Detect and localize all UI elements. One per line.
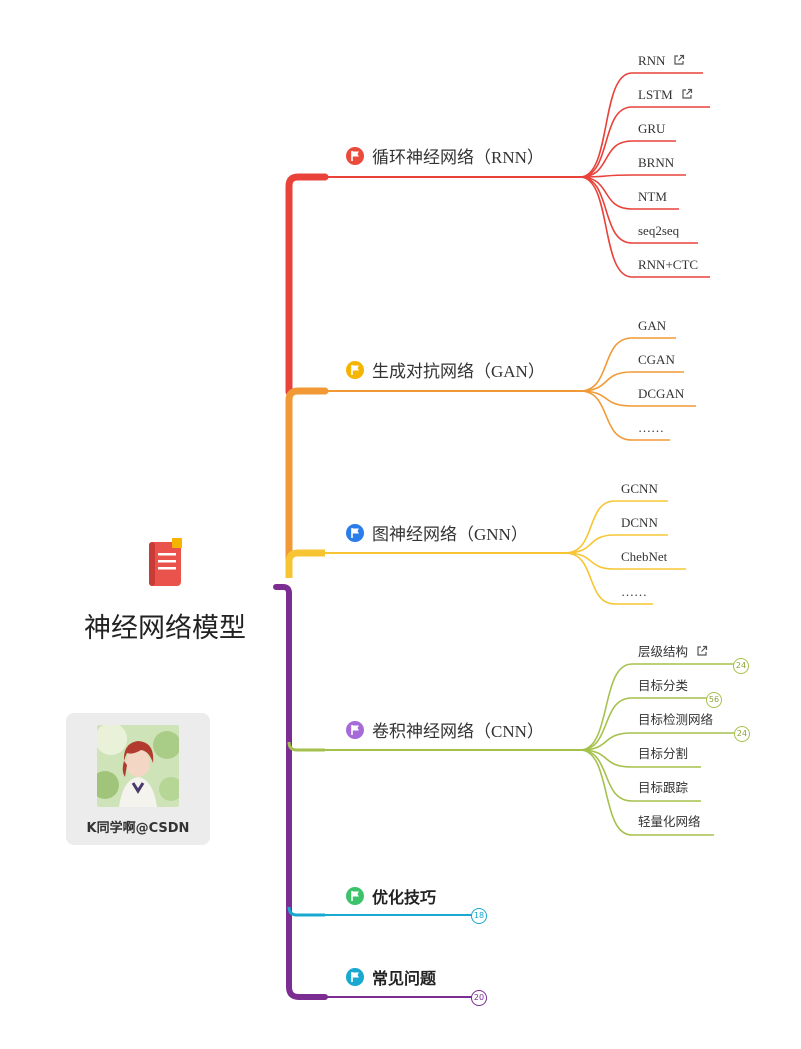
branch-label: 卷积神经网络（CNN） — [372, 722, 544, 741]
leaf-detection[interactable]: 目标检测网络 — [638, 712, 714, 727]
flag-icon — [346, 146, 364, 165]
collapsed-count-badge[interactable]: 20 — [471, 990, 487, 1006]
branch-label: 优化技巧 — [372, 888, 437, 907]
branch-faq[interactable]: 常见问题 — [346, 965, 436, 989]
external-link-icon[interactable] — [673, 54, 685, 66]
collapsed-count-badge[interactable]: 24 — [733, 658, 749, 674]
leaf-cgan[interactable]: CGAN — [638, 352, 675, 367]
branch-gnn[interactable]: 图神经网络（GNN） — [346, 520, 528, 545]
collapsed-count-badge[interactable]: 24 — [734, 726, 750, 742]
flag-icon — [346, 360, 364, 379]
trunk-purple — [273, 584, 328, 1000]
leaf-tracking[interactable]: 目标跟踪 — [638, 780, 689, 795]
leaf-lightweight[interactable]: 轻量化网络 — [638, 814, 701, 829]
leaf-chebnet[interactable]: ChebNet — [621, 549, 668, 564]
branch-label: 图神经网络（GNN） — [372, 525, 528, 544]
leaf-brnn[interactable]: BRNN — [638, 155, 675, 170]
author-card: K同学啊@CSDN — [66, 713, 210, 845]
branch-cnn[interactable]: 卷积神经网络（CNN） — [346, 717, 544, 742]
leaf-gan-more[interactable]: …… — [638, 420, 664, 435]
branch-rnn[interactable]: 循环神经网络（RNN） — [346, 143, 544, 168]
leaf-rnn[interactable]: RNN — [638, 53, 685, 69]
leaf-gnn-more[interactable]: …… — [621, 584, 647, 599]
author-name: K同学啊@CSDN — [86, 821, 190, 836]
flag-icon — [346, 523, 364, 542]
leaf-dcgan[interactable]: DCGAN — [638, 386, 685, 401]
leaf-gru[interactable]: GRU — [638, 121, 666, 136]
trunk-green — [287, 741, 325, 752]
leaf-dcnn[interactable]: DCNN — [621, 515, 658, 530]
leaf-ntm[interactable]: NTM — [638, 189, 667, 204]
trunk-yellow — [285, 549, 325, 578]
leaf-gcnn[interactable]: GCNN — [621, 481, 658, 496]
root-title[interactable]: 神经网络模型 — [84, 613, 246, 644]
external-link-icon[interactable] — [696, 645, 708, 657]
collapsed-count-badge[interactable]: 56 — [706, 692, 722, 708]
branch-label: 常见问题 — [372, 969, 437, 988]
flag-icon — [346, 720, 364, 739]
branch-label: 循环神经网络（RNN） — [372, 148, 544, 167]
branch-label: 生成对抗网络（GAN） — [372, 362, 545, 381]
flag-icon — [346, 968, 364, 986]
leaf-gan[interactable]: GAN — [638, 318, 667, 333]
notebook-icon — [149, 538, 182, 586]
avatar — [97, 725, 179, 807]
flag-icon — [346, 887, 364, 905]
external-link-icon[interactable] — [681, 88, 693, 100]
leaf-segmentation[interactable]: 目标分割 — [638, 746, 689, 761]
trunk-blue — [287, 906, 325, 917]
trunk-orange — [285, 387, 329, 574]
trunk-red — [285, 173, 329, 396]
leaf-classification[interactable]: 目标分类 — [638, 678, 689, 693]
leaf-hierarchy[interactable]: 层级结构 — [638, 644, 708, 660]
leaf-rnn-ctc[interactable]: RNN+CTC — [638, 257, 699, 272]
leaf-lstm[interactable]: LSTM — [638, 87, 693, 103]
branch-optimization[interactable]: 优化技巧 — [346, 884, 436, 908]
leaf-seq2seq[interactable]: seq2seq — [638, 223, 680, 238]
branch-gan[interactable]: 生成对抗网络（GAN） — [346, 357, 545, 382]
collapsed-count-badge[interactable]: 18 — [471, 908, 487, 924]
